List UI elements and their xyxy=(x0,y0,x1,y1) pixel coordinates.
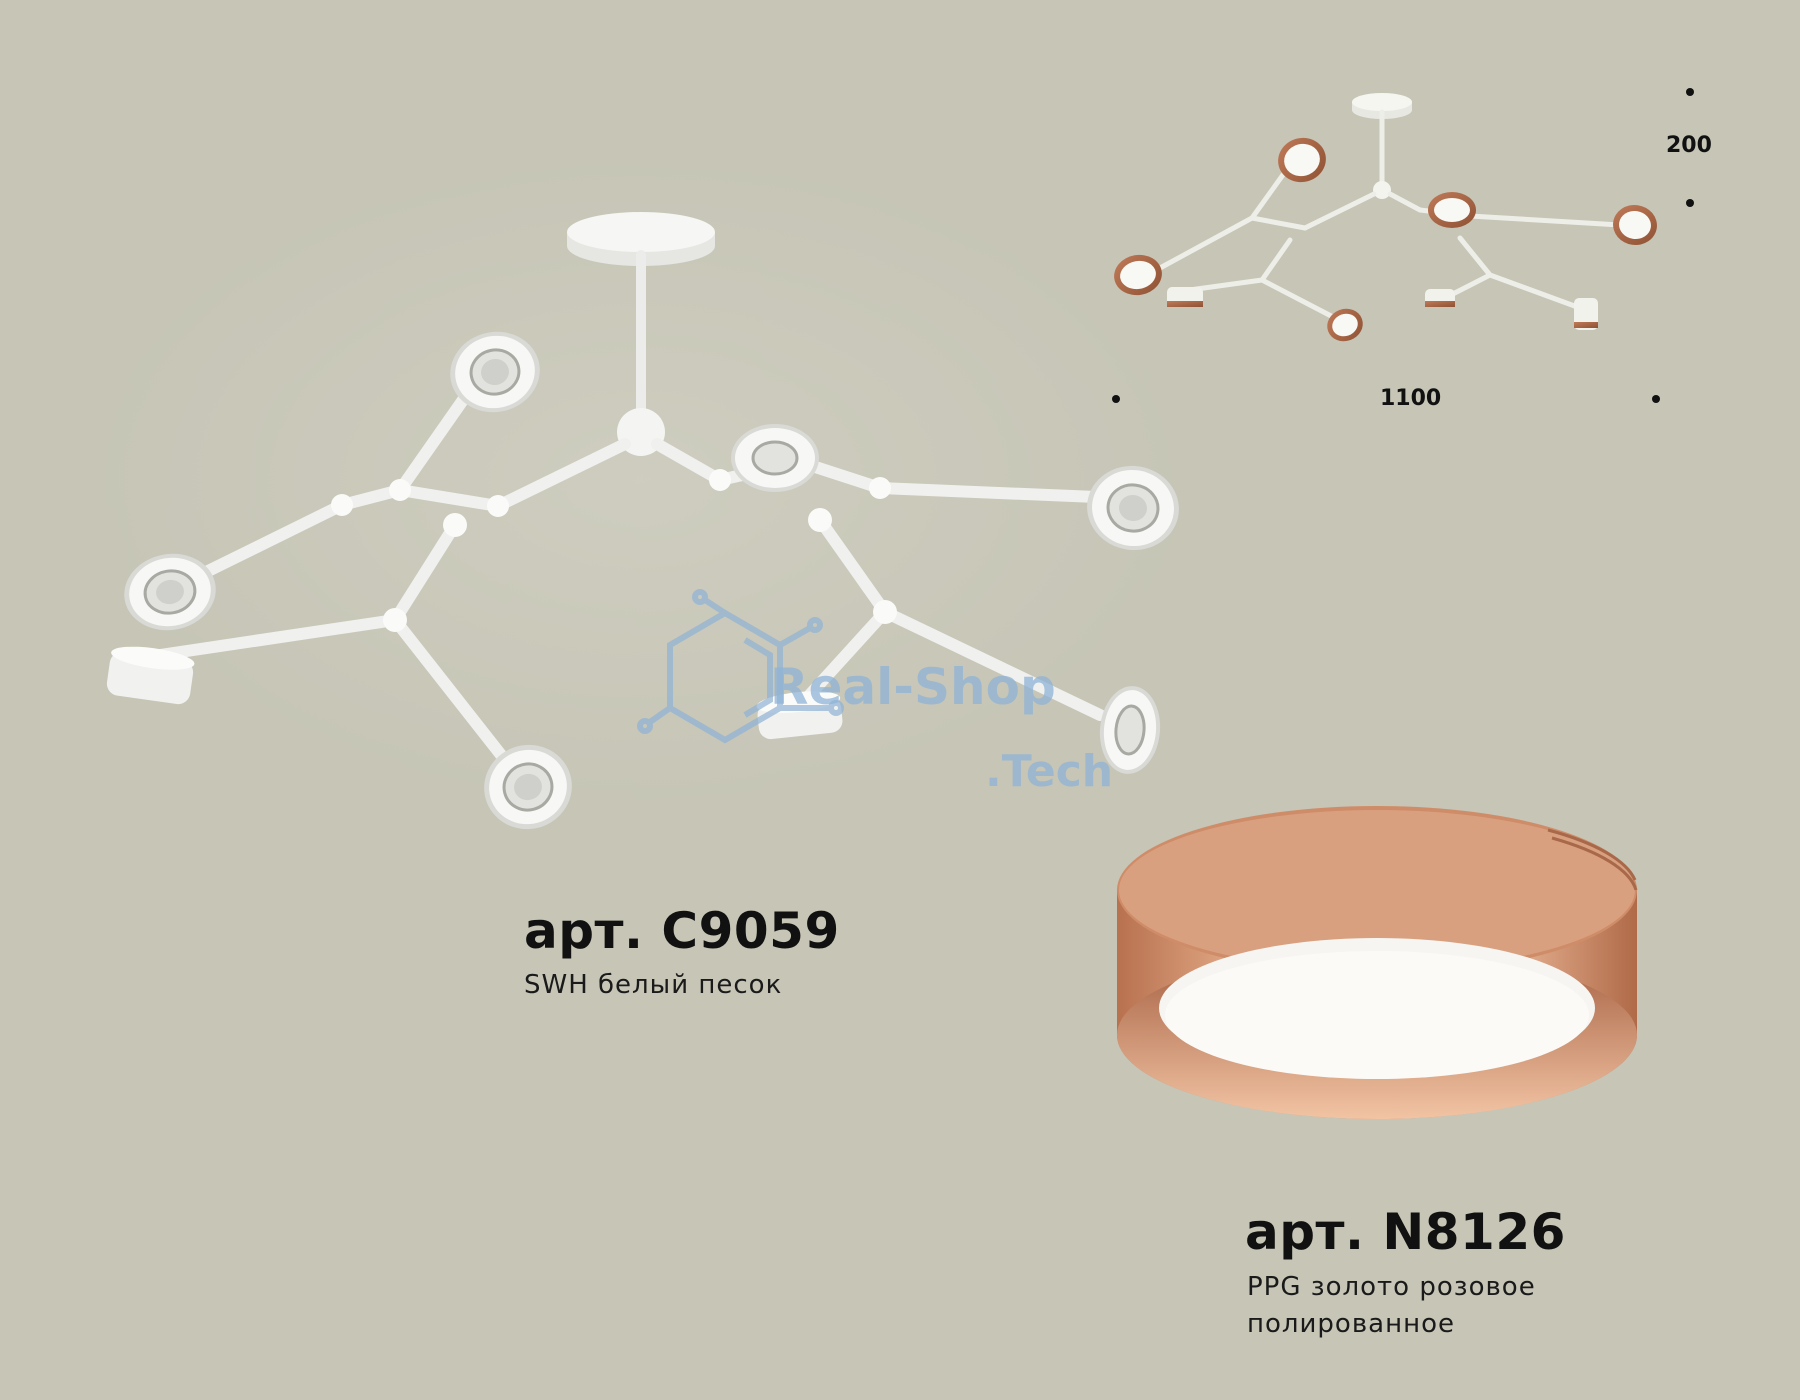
preview-head xyxy=(1327,308,1363,342)
chandelier-c9059 xyxy=(106,212,1179,830)
preview-head xyxy=(1425,289,1455,307)
dimension-dot xyxy=(1686,199,1694,207)
preview-head xyxy=(1114,254,1162,296)
product-description-n8126-line2: полированное xyxy=(1247,1309,1455,1339)
preview-head xyxy=(1428,192,1476,228)
lamp-head xyxy=(484,744,572,830)
width-dimension-label: 1100 xyxy=(1380,386,1442,411)
preview-head xyxy=(1574,298,1598,330)
watermark-text: Real-Shop xyxy=(770,658,1056,716)
preview-head xyxy=(1167,287,1203,307)
circuit-hexagon-logo xyxy=(637,589,844,744)
dimension-dot xyxy=(1686,88,1694,96)
watermark-subtext: .Tech xyxy=(985,746,1114,797)
lamp-head xyxy=(1099,686,1161,774)
lamp-head xyxy=(731,424,819,492)
product-description-n8126-line1: PPG золото розовое xyxy=(1247,1272,1536,1302)
dimension-dot xyxy=(1112,395,1120,403)
lamp-head xyxy=(124,553,216,631)
product-article-c9059: арт. C9059 xyxy=(524,902,840,960)
chandelier-preview xyxy=(1114,93,1657,342)
dimension-dot xyxy=(1652,395,1660,403)
lamp-head xyxy=(106,646,195,705)
product-description-c9059: SWH белый песок xyxy=(524,970,783,1000)
preview-head xyxy=(1613,204,1657,246)
lamp-head xyxy=(450,331,540,413)
lamp-head xyxy=(1087,465,1179,551)
height-dimension-label: 200 xyxy=(1666,133,1712,158)
product-article-n8126: арт. N8126 xyxy=(1245,1203,1566,1261)
ring-shade-n8126 xyxy=(1117,806,1638,1119)
preview-head xyxy=(1278,137,1326,183)
